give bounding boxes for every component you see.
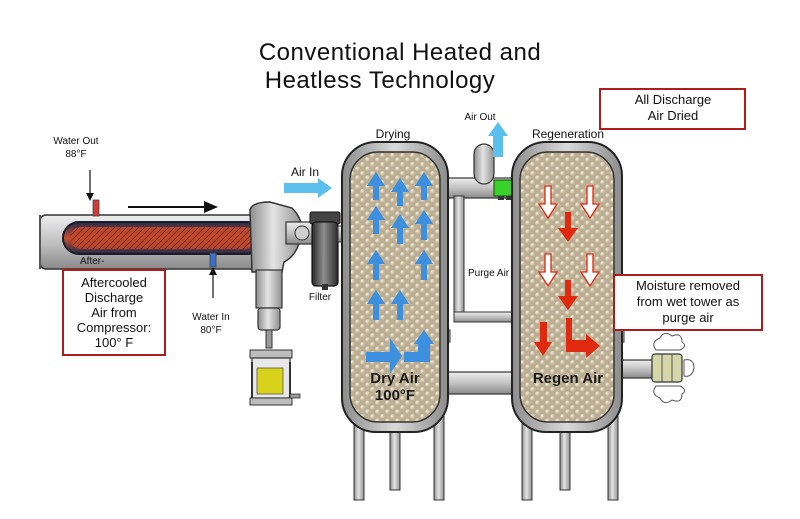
callout-all-discharge: All Discharge Air Dried (599, 88, 746, 130)
callout-aftercooled-line4: Compressor: (77, 320, 151, 335)
flow-direction-arrow (128, 201, 218, 213)
callout-moisture-line3: purge air (662, 310, 714, 325)
air-in-label: Air In (291, 165, 319, 179)
purge-valve (493, 179, 517, 200)
water-in-temp: 80°F (200, 325, 221, 336)
regen-air-label: Regen Air (533, 370, 603, 387)
water-out-pipe (86, 170, 100, 217)
callout-aftercooled: Aftercooled Discharge Air from Compresso… (62, 269, 166, 356)
callout-moisture-line2: from wet tower as (637, 294, 740, 309)
water-in-pipe (209, 252, 217, 298)
callout-aftercooled-line2: Discharge (85, 290, 144, 305)
air-out-label: Air Out (464, 112, 495, 123)
exhaust-muffler (651, 332, 695, 404)
filter-label: Filter (309, 292, 332, 303)
drain-trap (249, 349, 301, 406)
water-in-label: Water In (192, 312, 229, 323)
callout-aftercooled-line1: Aftercooled (81, 275, 147, 290)
callout-aftercooled-line3: Air from (91, 305, 137, 320)
regen-flow-arrows (534, 185, 601, 358)
callout-all-discharge-line1: All Discharge (635, 92, 712, 107)
dry-flow-arrows (366, 172, 434, 374)
water-out-temp: 88°F (65, 149, 86, 160)
air-in-arrow (284, 178, 332, 198)
callout-moisture: Moisture removed from wet tower as purge… (613, 274, 763, 331)
pipe-fitting (294, 225, 310, 241)
air-filter (309, 211, 341, 290)
page-subtitle: Heatless Technology (265, 67, 496, 94)
air-out-arrow (488, 122, 508, 157)
dry-air-temp: 100°F (375, 387, 415, 404)
purge-air-label: Purge Air (468, 268, 510, 279)
callout-moisture-line1: Moisture removed (636, 278, 740, 293)
drying-label: Drying (376, 127, 411, 141)
page-title: Conventional Heated and (259, 39, 541, 66)
regeneration-label: Regeneration (532, 127, 604, 141)
aftercooler (39, 214, 276, 270)
callout-all-discharge-line2: Air Dried (648, 108, 699, 123)
dry-air-label: Dry Air (370, 370, 420, 387)
moisture-separator (249, 201, 303, 349)
after-label: After- (80, 256, 104, 267)
water-out-label: Water Out (53, 136, 98, 147)
callout-aftercooled-line5: 100° F (95, 335, 134, 350)
